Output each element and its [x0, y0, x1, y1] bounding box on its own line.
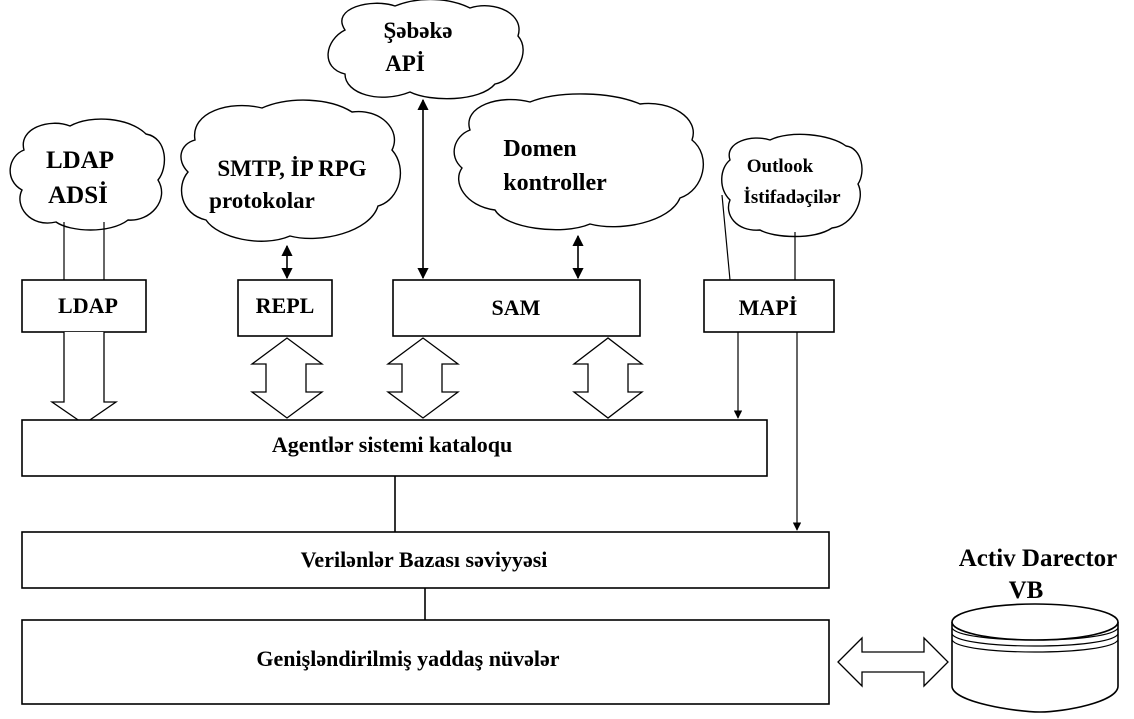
outlook-link-left: [721, 194, 731, 281]
domain-line2: kontroller: [503, 170, 607, 196]
smtp-cloud: SMTP, İP RPG protokolar: [180, 99, 402, 242]
outlook-users-cloud: Outlook İstifadəçilər: [721, 133, 863, 238]
storage-layer-label: Genişləndirilmiş yaddaş nüvələr: [256, 646, 559, 671]
agents-layer: Agentlər sistemi kataloqu: [21, 419, 768, 477]
ad-database-cylinder: Activ Darector VB: [951, 545, 1119, 713]
network-api-line2: APİ: [385, 51, 425, 76]
ldap-hollow-arrow: [49, 332, 119, 425]
ldap-adsi-line1: LDAP: [46, 147, 114, 174]
repl-hollow-arrow: [250, 337, 324, 419]
mapi-box-label: MAPİ: [739, 295, 798, 320]
ldap-box: LDAP: [21, 279, 147, 333]
store-title-line2: VB: [1009, 577, 1044, 604]
agents-layer-label: Agentlər sistemi kataloqu: [272, 432, 512, 457]
database-layer-label: Verilənlər Bazası səviyyəsi: [301, 547, 548, 572]
sam-right-hollow-arrow: [572, 337, 644, 419]
network-api-line1: Şəbəkə: [384, 18, 453, 43]
ldap-box-label: LDAP: [58, 293, 118, 318]
ldap-adsi-line2: ADSİ: [48, 181, 108, 209]
ldap-adsi-cloud: LDAP ADSİ: [9, 118, 166, 231]
mapi-box: MAPİ: [703, 279, 835, 333]
domain-controller-cloud: Domen kontroller: [453, 93, 705, 231]
repl-box-label: REPL: [256, 293, 315, 318]
repl-box: REPL: [237, 279, 333, 337]
sam-left-hollow-arrow: [386, 337, 460, 419]
smtp-line2: protokolar: [209, 188, 315, 213]
store-title-line1: Activ Darector: [959, 545, 1117, 572]
storage-layer: Genişləndirilmiş yaddaş nüvələr: [21, 619, 830, 705]
domain-line1: Domen: [503, 136, 576, 162]
sam-box-label: SAM: [492, 295, 541, 320]
storage-store-hollow-arrow: [837, 636, 949, 688]
smtp-line1: SMTP, İP RPG: [217, 156, 366, 181]
database-layer: Verilənlər Bazası səviyyəsi: [21, 531, 830, 589]
sam-box: SAM: [392, 279, 641, 337]
outlook-line2: İstifadəçilər: [743, 187, 841, 208]
network-api-cloud: Şəbəkə APİ: [327, 0, 524, 100]
outlook-line1: Outlook: [747, 156, 814, 177]
